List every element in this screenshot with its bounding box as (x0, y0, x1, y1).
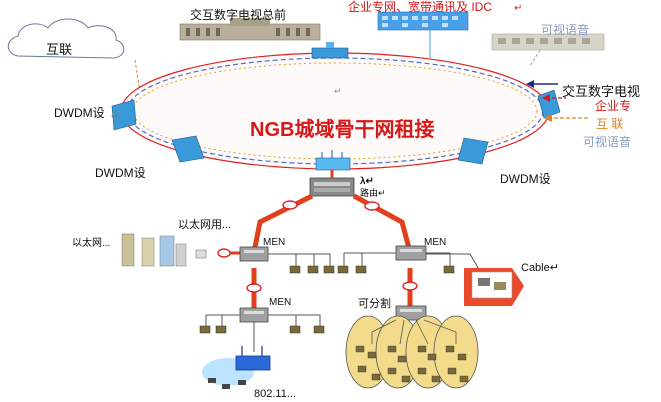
dwdm-node-top (311, 42, 349, 59)
dwdm-left-mark: ↵ (111, 111, 119, 121)
hq-label: 交互数字电视总前 (190, 7, 286, 22)
voice-building-icon (491, 33, 605, 51)
ethernet-client-icon (195, 249, 207, 259)
lambda-label: λ↵ (360, 176, 374, 187)
men-switch-left-top (239, 246, 269, 262)
internet-cloud (7, 18, 125, 59)
right-itv-label: 交互数字电视 (562, 84, 640, 99)
ring-mark: ↵ (334, 86, 342, 96)
men-switch-cluster (395, 305, 427, 321)
cable-block-icon (464, 268, 524, 306)
branch-links (205, 252, 485, 352)
right-internet-label: 互 联 (596, 117, 623, 131)
wifi-label: 802.11... (254, 388, 296, 400)
voice-top-label: 可视语音 (541, 22, 589, 37)
right-enterprise-label: 企业专 (595, 98, 631, 113)
ethernet-user-label: 以太网用... (178, 218, 231, 231)
dwdm-node-left (111, 99, 137, 131)
enterprise-top-label: 企业专网、宽带通讯及 IDC (348, 0, 492, 14)
dwdm-node-bottom-left (171, 135, 205, 163)
core-router-icon (309, 177, 355, 197)
cable-label: Cable↵ (521, 262, 559, 274)
divisible-label: 可分割 (358, 296, 391, 310)
trunk-links (251, 193, 413, 308)
men-switch-left-bottom (239, 307, 269, 323)
dwdm-node-right (537, 89, 561, 119)
ring-title: NGB城域骨干网租接 (250, 117, 434, 141)
wifi-client-icons (208, 378, 246, 389)
men-right-label: MEN (424, 237, 446, 248)
right-voice-label: 可视语音 (583, 134, 631, 149)
dwdm-bottom-right-label: DWDM设 (500, 172, 551, 186)
service-arrows (526, 80, 590, 122)
enterprise-buildings-icon (377, 11, 469, 31)
cluster-terminals (355, 345, 469, 383)
men-left-top-label: MEN (263, 237, 285, 248)
dwdm-left-label: DWDM设 (54, 106, 105, 120)
ethernet-net-label: 以太网... (72, 236, 110, 249)
router-nodes (217, 200, 418, 293)
enterprise-top-mark: ↵ (514, 3, 522, 14)
dwdm-node-bottom-right (457, 137, 489, 165)
ethernet-buildings-icon (121, 233, 187, 267)
internet-cloud-label: 互联 (46, 42, 72, 57)
men-switch-right (395, 245, 427, 261)
core-node-label: 路由↵ (360, 187, 386, 198)
divisible-cluster (345, 315, 479, 389)
hq-building-icon (179, 18, 321, 41)
men-left-bottom-label: MEN (269, 297, 291, 308)
terminal-icons (199, 265, 455, 334)
dwdm-bottom-left-label: DWDM设 (95, 166, 146, 180)
